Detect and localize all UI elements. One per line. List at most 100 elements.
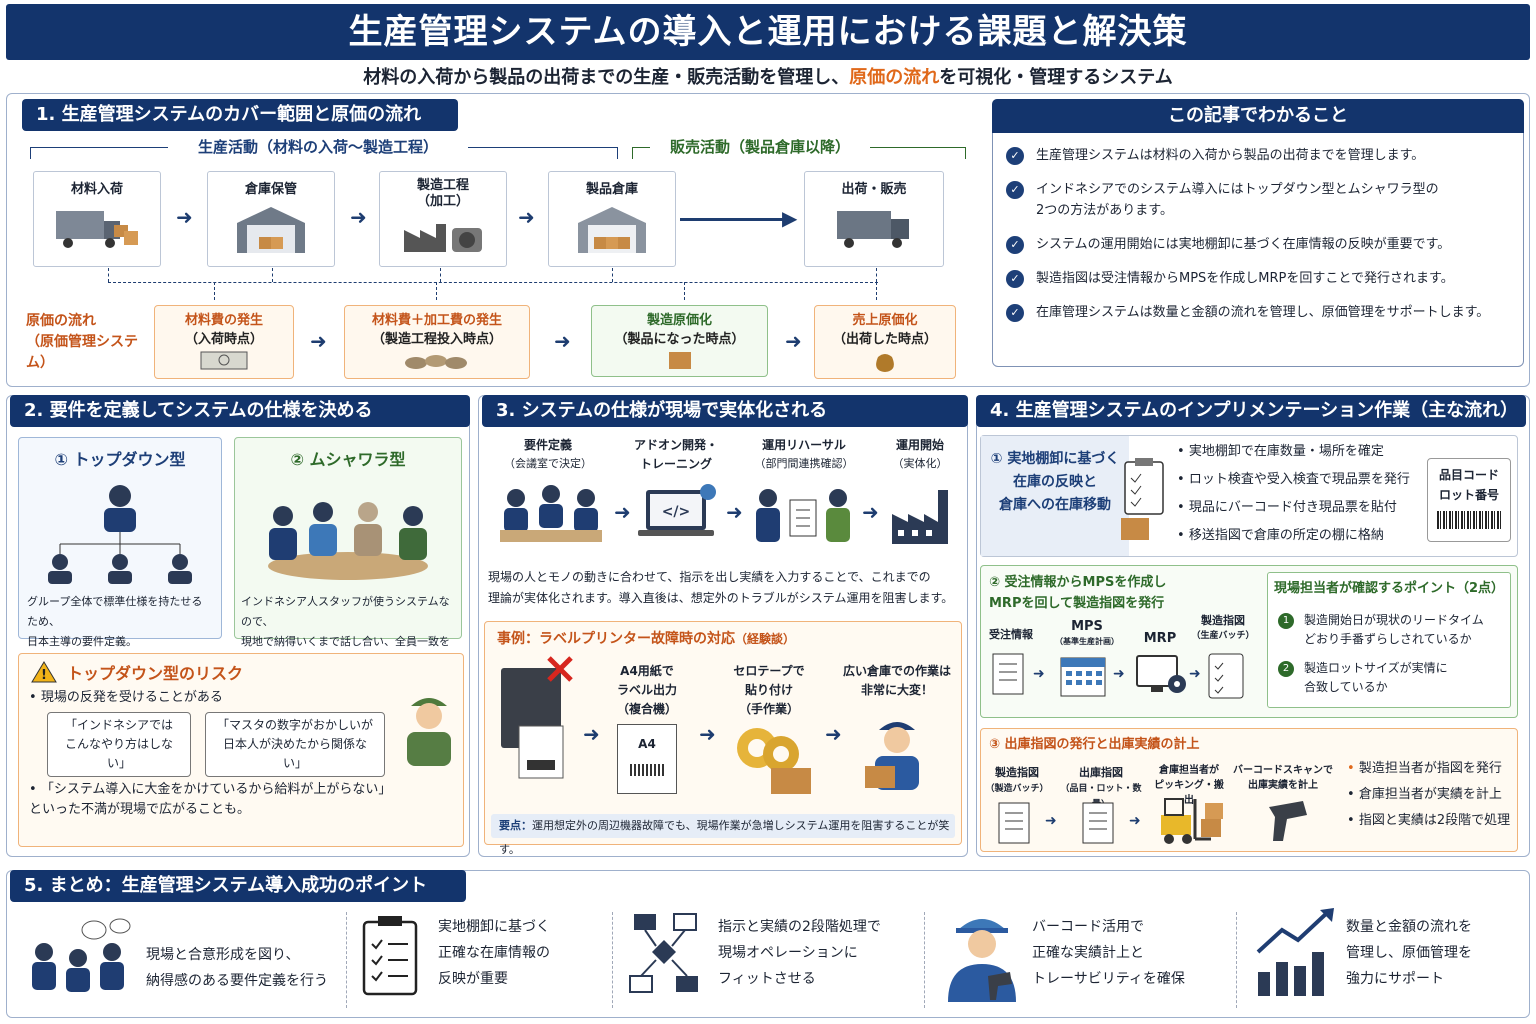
- summary-point-1: 現場と合意形成を図り、 納得感のある要件定義を行う: [146, 947, 328, 989]
- impl-2-label: MRP: [1143, 631, 1177, 646]
- truck-icon: [837, 211, 909, 248]
- learn-item: ✓生産管理システムは材料の入荷から製品の出荷までを管理します。: [1006, 145, 1516, 166]
- stage-warehouse: 倉庫保管: [207, 171, 335, 267]
- step-sub: （部門間連携確認）: [754, 457, 854, 470]
- topdown-card: ① トップダウン型 グループ全体で標準仕様を持たせるため、 日本主導の要件定義。: [18, 437, 222, 648]
- broken-printer-icon: [501, 656, 573, 779]
- stage-product-warehouse: 製品倉庫: [548, 171, 676, 267]
- impl-1-list: • 実地棚卸で在庫数量・場所を確定 • ロット検査や受入検査で現品票を発行 • …: [1177, 442, 1413, 546]
- learn-item: ✓インドネシアでのシステム導入にはトップダウン型とムシャワラ型の 2つの方法があ…: [1006, 179, 1516, 221]
- stage-label: 製品倉庫: [585, 182, 638, 197]
- section-5-header: 5. まとめ：生産管理システム導入成功のポイント: [10, 870, 466, 902]
- arrow-icon: ➜: [1045, 813, 1057, 829]
- learn-list: ✓生産管理システムは材料の入荷から製品の出荷までを管理します。 ✓インドネシアで…: [1006, 145, 1516, 336]
- impl-1-item: • ロット検査や受入検査で現品票を発行: [1177, 472, 1410, 487]
- dashed-connector: [876, 268, 877, 282]
- learn-item-text: 生産管理システムは材料の入荷から製品の出荷までを管理します。: [1036, 148, 1425, 163]
- section-1-header: 1. 生産管理システムのカバー範囲と原価の流れ: [22, 99, 458, 131]
- summary-point-5: 数量と金額の流れを 管理し、原価管理を 強力にサポート: [1346, 919, 1472, 987]
- impl-3-item-text: 倉庫担当者が実績を計上: [1358, 787, 1502, 802]
- tired-worker-icon: [865, 722, 919, 790]
- warehouse-icon: [578, 207, 646, 253]
- case-step-a4: A4用紙で ラベル出力 （複合機）: [616, 664, 677, 716]
- number-icon: 2: [1278, 661, 1294, 677]
- svg-text:</>: </>: [662, 504, 691, 520]
- warehouse-icon: [237, 207, 305, 253]
- impl-3-item-text: 指図と実績は2段階で処理: [1358, 813, 1511, 828]
- cost-sub: （製造工程投入時点）: [371, 332, 502, 347]
- step-sub: （実体化）: [892, 457, 948, 470]
- arrow-icon: ➜: [1189, 666, 1201, 682]
- barcode-tag: 品目コード ロット番号: [1427, 458, 1511, 542]
- summary-point-2: 実地棚卸に基づく 正確な在庫情報の 反映が重要: [438, 919, 550, 987]
- production-label: 生産活動（材料の入荷〜製造工程）: [168, 136, 468, 158]
- arrow-icon: ➜: [614, 500, 631, 524]
- stage-material-receipt: 材料入荷: [33, 171, 161, 267]
- flowchart-icon: [629, 913, 698, 993]
- divider: [612, 912, 613, 1008]
- laptop-code-icon: </>: [638, 484, 716, 536]
- risk-title: トップダウン型のリスク: [67, 664, 244, 683]
- case-step-tape: セロテープで 貼り付け （手作業）: [733, 664, 805, 716]
- impl-1-title: ① 実地棚卸に基づく 在庫の反映と 倉庫への在庫移動: [990, 451, 1120, 513]
- topdown-desc: グループ全体で標準仕様を持たせるため、 日本主導の要件定義。: [27, 595, 203, 648]
- arrow-icon: ➜: [554, 329, 571, 353]
- arrow-icon: ➜: [310, 329, 327, 353]
- truck-icon: [56, 211, 138, 248]
- impl-2-label-title: MPS: [1071, 619, 1103, 634]
- stage-label: 材料入荷: [70, 182, 123, 197]
- cost-material-processing: 材料費＋加工費の発生 （製造工程投入時点）: [344, 305, 530, 379]
- risk-bullet-1: • 現場の反発を受けることがある: [29, 690, 223, 705]
- barcode-worker-icon: [948, 919, 1016, 1002]
- subtitle-highlight: 原価の流れ: [849, 67, 940, 88]
- learn-item-text: インドネシアでのシステム導入にはトップダウン型とムシャワラ型の 2つの方法があり…: [1036, 182, 1439, 218]
- document-icon: [992, 653, 1024, 695]
- impl-3-list: • 製造担当者が指図を発行 • 倉庫担当者が実績を計上 • 指図と実績は2段階で…: [1347, 759, 1515, 831]
- impl-2-label-sub: （生産バッチ）: [1191, 631, 1255, 641]
- page-title: 生産管理システムの導入と運用における課題と解決策: [6, 4, 1530, 60]
- arrow-icon: ➜: [176, 205, 193, 229]
- cost-title: 製造原価化: [646, 313, 712, 328]
- barcode-scanner-icon: [1269, 801, 1307, 841]
- arrow-icon: ➜: [583, 722, 600, 746]
- calendar-icon: [1060, 657, 1106, 697]
- arrow-icon: ➜: [1113, 666, 1125, 682]
- learn-item-text: 在庫管理システムは数量と金額の流れを管理し、原価管理をサポートします。: [1036, 305, 1490, 320]
- arrow-icon: ➜: [699, 722, 716, 746]
- cost-sales: 売上原価化 （出荷した時点）: [814, 305, 956, 379]
- tape-icon: [737, 728, 811, 794]
- check-point-text: 製造開始日が現状のリードタイム どおり手番ずらしされているか: [1304, 613, 1484, 646]
- impl-2-label-sub: （基準生産計画）: [1055, 637, 1119, 646]
- step-requirements: 要件定義（会議室で決定）: [496, 436, 600, 473]
- svg-text:!: !: [41, 668, 47, 683]
- box-icon: [668, 352, 691, 369]
- dashed-connector: [684, 282, 685, 300]
- a4-label: A4: [638, 737, 656, 751]
- long-arrow-line: [680, 218, 788, 221]
- sales-label: 販売活動（製品倉庫以降）: [650, 136, 870, 158]
- impl-1-item-text: 移送指図で倉庫の所定の棚に格納: [1188, 528, 1384, 543]
- arrow-icon: ▶: [782, 206, 798, 230]
- dashed-connector: [108, 268, 109, 282]
- risk-bullet-text: 現場の反発を受けることがある: [40, 690, 223, 705]
- team-discussion-icon: [32, 918, 131, 992]
- impl-1-item: • 現品にバーコード付き現品票を貼付: [1177, 500, 1397, 515]
- subtitle-post: を可視化・管理するシステム: [939, 67, 1173, 88]
- step-sub: （会議室で決定）: [504, 457, 592, 470]
- impl-2-label-title: 製造指図: [1201, 614, 1245, 627]
- impl-block-3: ③ 出庫指図の発行と出庫実績の計上 製造指図（製造バッチ） 出庫指図（品目・ロッ…: [980, 728, 1518, 852]
- impl-3-label: 倉庫担当者が ピッキング・搬出: [1154, 765, 1224, 806]
- musyawara-title: ② ムシャワラ型: [290, 450, 406, 469]
- case-point-text: 運用想定外の周辺機器故障でも、現場作業が急増しシステム運用を阻害することが笑す。: [499, 819, 950, 856]
- divider: [1236, 912, 1237, 1008]
- arrow-icon: ➜: [350, 205, 367, 229]
- case-point: 要点：運用想定外の周辺機器故障でも、現場作業が急増しシステム運用を阻害することが…: [491, 814, 955, 856]
- stage-label: 出荷・販売: [841, 182, 907, 197]
- impl-3-item: • 製造担当者が指図を発行: [1347, 761, 1502, 776]
- risk-card: ! トップダウン型のリスク • 現場の反発を受けることがある 「インドネシアでは…: [18, 653, 464, 847]
- cost-manufacturing: 製造原価化 （製品になった時点）: [591, 305, 768, 377]
- arrow-icon: ➜: [862, 500, 879, 524]
- impl-1-item-text: 現品にバーコード付き現品票を貼付: [1188, 500, 1397, 515]
- case-point-label: 要点：: [499, 819, 532, 832]
